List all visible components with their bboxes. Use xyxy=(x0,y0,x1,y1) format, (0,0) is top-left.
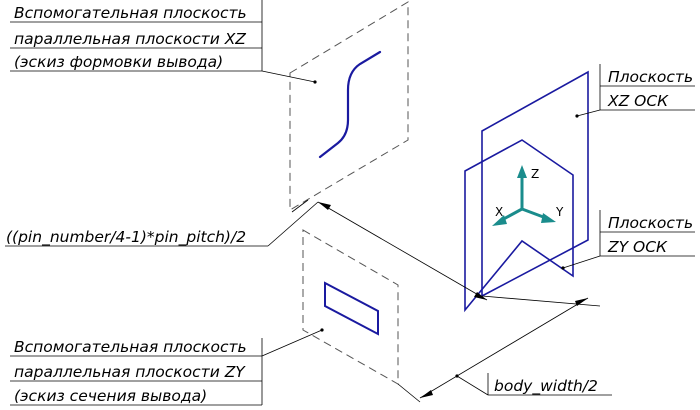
lead-forming-curve xyxy=(318,50,382,159)
dim-width-line xyxy=(419,297,589,399)
aux-plane-xz-label-line1: Вспомогательная плоскость xyxy=(14,4,247,22)
aux-plane-zy-label-line3: (эскиз сечения вывода) xyxy=(14,387,207,405)
leader-xz-ock-line xyxy=(576,109,601,117)
plane-zy-ock-outline xyxy=(464,139,574,313)
dim-pitch-arrow-start xyxy=(318,202,331,210)
plane-zy-ock-label-line2: ZY ОСК xyxy=(607,238,668,256)
aux-plane-xz-label-line3: (эскиз формовки вывода) xyxy=(14,53,223,71)
aux-plane-xz-outline xyxy=(289,1,409,211)
dimension-pitch-label: ((pin_number/4-1)*pin_pitch)/2 xyxy=(6,228,246,247)
dim-pitch-arrow-end xyxy=(474,292,487,300)
axis-y-label: Y xyxy=(555,205,564,219)
leader-pitch-line xyxy=(267,201,319,247)
dim-width-arrow-end xyxy=(575,298,588,306)
plane-xz-ock-label-line1: Плоскость xyxy=(608,68,693,86)
aux-plane-zy-label-line2: параллельная плоскости ZY xyxy=(14,363,246,381)
aux-plane-zy-label-line1: Вспомогательная плоскость xyxy=(14,338,247,356)
aux-plane-xz-label-line2: параллельная плоскости XZ xyxy=(14,30,246,48)
axis-x-label: X xyxy=(495,205,503,219)
dimension-width-label: body_width/2 xyxy=(494,377,598,396)
leader-aux-zy-line xyxy=(261,329,323,357)
dim-pitch-extension xyxy=(291,199,309,213)
leader-zy-ock-line xyxy=(562,255,601,269)
coordinate-axes xyxy=(492,165,556,226)
dim-width-extension-right xyxy=(481,295,601,307)
dim-pitch-line xyxy=(317,201,488,301)
dim-width-extension-left xyxy=(397,383,421,403)
leader-width-point xyxy=(455,374,459,378)
plane-zy-ock-label-line1: Плоскость xyxy=(608,214,693,232)
plane-xz-ock-label-line2: XZ ОСК xyxy=(607,92,669,110)
plane-xz-ock-outline xyxy=(481,70,589,298)
dim-width-arrow-start xyxy=(420,390,433,398)
aux-plane-zy-outline xyxy=(302,229,399,385)
axis-z-label: Z xyxy=(531,167,539,181)
leader-width-line xyxy=(456,375,489,396)
lead-section-rect xyxy=(324,281,379,336)
leader-aux-xz-line xyxy=(261,70,316,83)
